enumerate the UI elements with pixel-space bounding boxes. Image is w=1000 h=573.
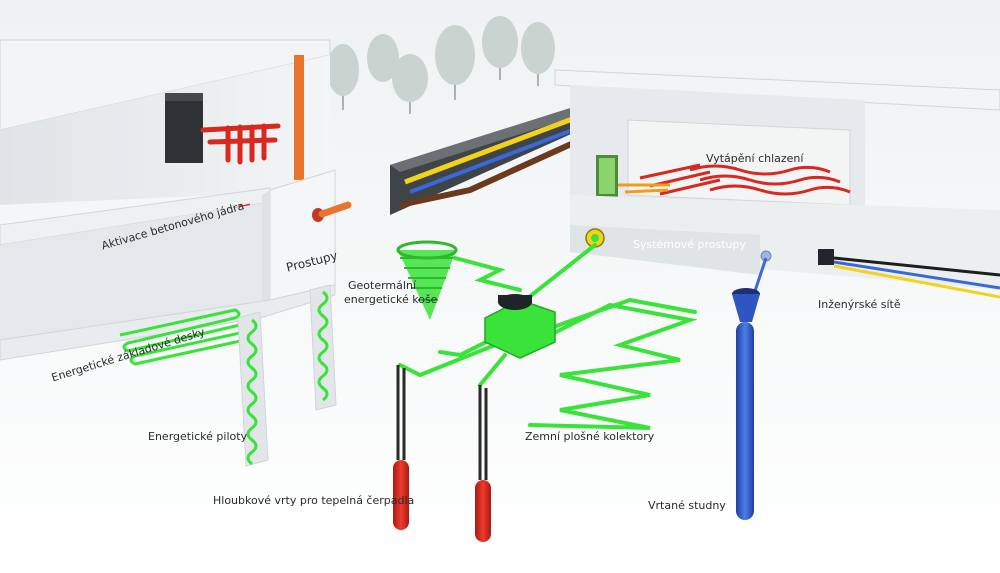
central-manifold [484, 294, 556, 359]
geothermal-basket [396, 240, 458, 320]
foundation-slab [0, 284, 336, 361]
utility-connection [818, 249, 834, 265]
heat-pump-unit [596, 155, 670, 197]
label-geothermal-baskets-2: energetické koše [344, 293, 438, 306]
label-heating-cooling: Vytápění chlazení [706, 152, 804, 165]
drilled-well [732, 257, 768, 520]
energy-piles [237, 284, 337, 467]
label-drilled-wells: Vrtané studny [648, 499, 726, 512]
deep-boreholes [393, 365, 491, 542]
right-basement-wall [570, 195, 1000, 290]
foundation-slab-loops [119, 308, 246, 366]
utility-trench [390, 105, 590, 215]
technology-cabinet [165, 93, 203, 163]
label-ground-collectors: Zemní plošné kolektory [525, 430, 655, 443]
label-system-penetrations: Systémové prostupy [633, 238, 747, 251]
heating-manifold [200, 123, 281, 165]
label-utilities: Inženýrské sítě [818, 298, 901, 311]
label-geothermal-baskets-1: Geotermální [348, 279, 416, 292]
right-roof-slab [554, 69, 1000, 111]
label-energy-piles: Energetické piloty [148, 430, 248, 443]
lower-floor-wall [0, 202, 270, 340]
penetration-shaft-front [269, 169, 336, 301]
label-deep-boreholes: Hloubkové vrty pro tepelná čerpadla [213, 494, 415, 507]
riser-pipe [294, 55, 304, 180]
